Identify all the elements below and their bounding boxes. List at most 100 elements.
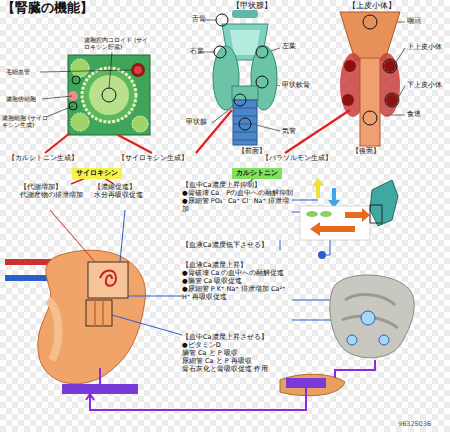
calcium-bone-illustration <box>320 211 332 217</box>
part-label: 咽頭 <box>407 18 421 26</box>
callout-line <box>120 210 125 262</box>
part-label: 【カルシトニン生成】 <box>8 155 78 163</box>
thyroid-front <box>233 140 257 141</box>
effect-block: 【血中Ca濃度上昇抑制】●骨破壊 Ca、Pの血中への融解抑制●尿細管 PO₄⁻ … <box>182 182 294 214</box>
intestine-illustration <box>342 295 398 328</box>
follicle-illustration <box>131 63 145 77</box>
calcium-bone-illustration <box>370 205 382 223</box>
kidney-illustration <box>100 271 116 286</box>
calcium-bone-illustration <box>310 222 355 236</box>
effect-block: 【血液Ca濃度低下させる】 <box>182 242 294 250</box>
thyroid-front <box>233 132 257 133</box>
thyroid-front <box>216 14 228 26</box>
hormone-tag: カルシトニン <box>232 168 282 179</box>
part-label: 気管 <box>282 128 296 136</box>
callout-line <box>112 315 182 335</box>
block-text: ●尿細管 P K⁺ Na⁺ 排泄増加 Ca²⁺ H⁺ 再吸収促進 <box>182 286 294 302</box>
part-label: 右葉 <box>190 48 204 56</box>
leader-line <box>109 52 112 88</box>
block-text: ●骨破壊 Ca、Pの血中への融解抑制 <box>182 190 294 198</box>
part-label: 【上皮小体】 <box>348 1 396 11</box>
kidney-illustration <box>86 300 112 326</box>
calcium-bone-illustration <box>345 208 370 222</box>
vitamin-d-pathway <box>286 378 326 388</box>
calcium-bone-illustration <box>300 178 398 259</box>
parathyroid-back <box>342 94 354 106</box>
block-heading: 【代謝増加】 <box>20 184 84 192</box>
part-label: 濾胞傍細胞 <box>6 95 36 102</box>
block-text: ●腸管 Ca 吸収促進 <box>182 278 294 286</box>
part-label: 甲状腺 <box>186 119 207 127</box>
connector <box>71 179 84 184</box>
block-text: カルシトニン <box>236 169 278 178</box>
part-label: 【パラソルモン生成】 <box>262 155 332 163</box>
part-label: 濾胞細胞 (サイロキシン生成) <box>2 114 50 128</box>
leader-line <box>46 106 73 117</box>
parathyroid-back <box>363 15 399 125</box>
leader-line <box>396 48 405 62</box>
leader-line <box>205 20 216 21</box>
intestine-illustration <box>330 275 414 358</box>
thyroid-front <box>213 10 277 145</box>
vitamin-d-pathway <box>335 360 375 378</box>
block-text: 骨石灰化と骨吸収促進 作用 <box>182 366 294 374</box>
calcium-bone-illustration <box>370 180 398 226</box>
thyroid-front <box>233 116 257 117</box>
block-text: 腸管 Ca と P 吸収 <box>182 350 294 358</box>
part-label: 毛細血管 <box>6 68 30 75</box>
block-heading: 【濃縮促進】 <box>94 184 158 192</box>
vitamin-d-pathway <box>86 394 94 400</box>
thyroid-front <box>232 86 258 100</box>
kidney-illustration <box>38 250 146 384</box>
parathyroid-back <box>360 58 380 146</box>
leader-line <box>203 52 214 53</box>
origin-line <box>45 110 350 153</box>
intestine-illustration <box>347 335 357 345</box>
thyroid-front <box>214 46 226 58</box>
part-label: 【甲状腺】 <box>232 1 272 11</box>
part-label: 濾胞腔内コロイド (サイロキシン貯蔵) <box>84 36 150 50</box>
callout-line <box>50 210 95 262</box>
parathyroid-back <box>340 12 400 146</box>
effect-block: 【血中Ca濃度上昇させる】●ビタミンD腸管 Ca と P 吸収尿細管 Ca と … <box>182 334 294 374</box>
vitamin-d-pathway <box>99 368 101 384</box>
parathyroid-back <box>344 60 356 72</box>
thyroid-front <box>234 94 246 106</box>
block-heading: 【血中Ca濃度上昇抑制】 <box>182 182 294 190</box>
calcium-bone-illustration <box>300 206 370 240</box>
parathyroid-back <box>340 12 400 60</box>
thyroid-front <box>230 30 260 55</box>
kidney-illustration <box>5 250 145 384</box>
part-label: 【後面】 <box>352 147 380 155</box>
follicle-illustration <box>89 75 129 115</box>
thyroid-front <box>214 14 268 130</box>
follicle-illustration <box>68 55 150 135</box>
watermark: 96325036 <box>398 421 431 429</box>
effect-block: 【濃縮促進】水分再吸収促進 <box>94 184 158 200</box>
intestine-illustration <box>280 275 414 396</box>
thyroid-front <box>233 108 257 109</box>
leader-line <box>40 70 131 72</box>
thyroid-front <box>233 124 257 125</box>
parathyroid-back <box>363 15 377 29</box>
intestine-illustration <box>361 311 375 325</box>
follicle-illustration <box>132 116 148 132</box>
part-label: 舌骨 <box>192 16 206 24</box>
thyroid-front <box>232 10 258 18</box>
follicle-illustration <box>134 66 142 74</box>
kidney-illustration <box>95 300 103 326</box>
kidney-illustration <box>88 262 128 298</box>
block-text: サイロキシン <box>76 169 118 178</box>
origin-line <box>118 135 152 153</box>
effect-block: 【血液Ca濃度上昇】●骨破壊 Ca の血中への融解促進●腸管 Ca 吸収促進●尿… <box>182 262 294 302</box>
part-label: 左葉 <box>282 43 296 51</box>
block-text: 尿細管 Ca と P 再吸収 <box>182 358 294 366</box>
leader-line <box>42 96 72 99</box>
part-label: 甲状軟骨 <box>282 82 310 90</box>
thyroid-front <box>256 46 268 58</box>
callout-line <box>128 296 182 297</box>
parathyroid-back <box>385 93 399 107</box>
hormone-tag: サイロキシン <box>72 168 122 179</box>
block-text: ●ビタミンD <box>182 342 294 350</box>
callout-line <box>292 200 318 201</box>
